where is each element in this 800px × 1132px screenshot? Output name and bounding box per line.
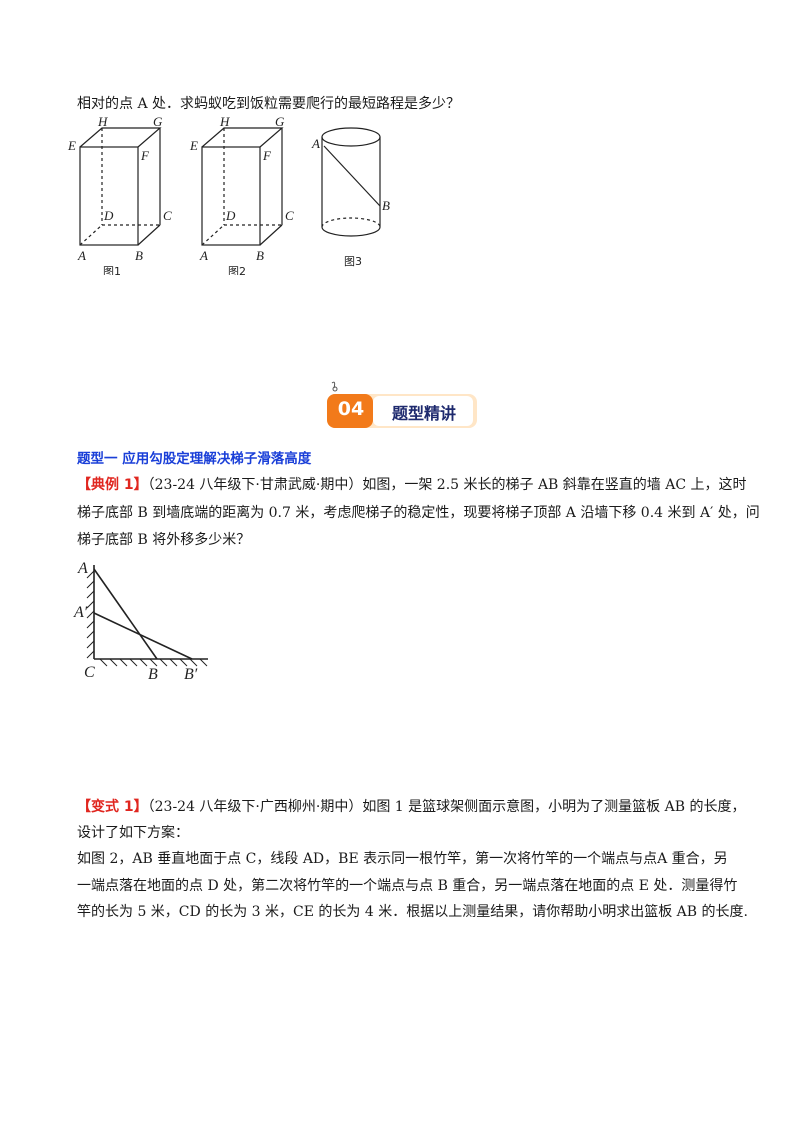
example1-line-3: 梯子底部 B 将外移多少米？ <box>77 532 251 548</box>
variant1-line-2: 设计了如下方案： <box>77 825 189 841</box>
example1-text-1: （23-24 八年级下·甘肃武威·期中）如图，一架 2.5 米长的梯子 AB 斜… <box>147 477 747 493</box>
fig1-label-B: B <box>135 248 143 263</box>
fig2-label-D: D <box>225 208 236 223</box>
example1-line-1: 【典例 1】（23-24 八年级下·甘肃武威·期中）如图，一架 2.5 米长的梯… <box>77 475 747 495</box>
cuboid-cylinder-figures: H G E F D C A B 图1 H G E F D C A B 图2 A … <box>67 114 390 275</box>
example1-tag: 【典例 1】 <box>77 477 148 493</box>
example1-line-2: 梯子底部 B 到墙底端的距离为 0.7 米，考虑爬梯子的稳定性，现要将梯子顶部 … <box>77 505 760 521</box>
banner-graphic <box>327 381 477 428</box>
fig2-label-C: C <box>285 208 294 223</box>
fig2-label-E: E <box>189 138 198 153</box>
figure-3-cylinder <box>321 127 381 237</box>
fig2-caption: 图2 <box>228 265 246 275</box>
ladder-label-B: B <box>148 666 158 683</box>
fig1-label-F: F <box>140 148 150 163</box>
fig3-caption: 图3 <box>344 255 362 268</box>
fig1-label-C: C <box>163 208 172 223</box>
variant1-line-5: 竿的长为 5 米，CD 的长为 3 米，CE 的长为 4 米．根据以上测量结果，… <box>77 904 748 920</box>
ladder-label-B-prime: B′ <box>184 666 198 683</box>
ladder-label-A: A <box>77 560 88 577</box>
fig1-label-D: D <box>103 208 114 223</box>
fig2-label-G: G <box>275 114 285 129</box>
banner-number: 04 <box>337 398 365 420</box>
variant1-tag: 【变式 1】 <box>77 799 148 815</box>
variant1-line-1: 【变式 1】（23-24 八年级下·广西柳州·期中）如图 1 是篮球架侧面示意图… <box>77 797 745 817</box>
fig1-label-H: H <box>97 114 108 129</box>
variant1-text-1: （23-24 八年级下·广西柳州·期中）如图 1 是篮球架侧面示意图，小明为了测… <box>147 799 746 815</box>
banner-title: 题型精讲 <box>391 404 456 423</box>
figure-2-cuboid <box>201 127 284 246</box>
type-one-heading: 题型一 应用勾股定理解决梯子滑落高度 <box>77 451 312 467</box>
fig3-label-B: B <box>382 198 390 213</box>
ladder-diagram: A A′ C B B′ <box>73 560 208 683</box>
wall-hatching <box>86 570 95 659</box>
fig2-label-F: F <box>262 148 272 163</box>
fig1-label-A: A <box>77 248 86 263</box>
intro-question: 相对的点 A 处．求蚂蚁吃到饭粒需要爬行的最短路程是多少？ <box>77 96 461 112</box>
fig2-label-H: H <box>219 114 230 129</box>
fig1-label-G: G <box>153 114 163 129</box>
fig2-label-B: B <box>256 248 264 263</box>
fig1-caption: 图1 <box>103 265 121 275</box>
figure-1-cuboid <box>79 127 162 246</box>
fig1-label-E: E <box>67 138 76 153</box>
fig2-label-A: A <box>199 248 208 263</box>
ground-hatching <box>99 658 208 667</box>
section-banner: 04 题型精讲 <box>322 380 480 432</box>
fig3-label-A: A <box>311 136 320 151</box>
variant1-line-3: 如图 2，AB 垂直地面于点 C，线段 AD，BE 表示同一根竹竿，第一次将竹竿… <box>77 851 728 867</box>
ladder-label-A-prime: A′ <box>73 604 88 621</box>
ladder-label-C: C <box>84 664 95 681</box>
variant1-line-4: 一端点落在地面的点 D 处，第二次将竹竿的一个端点与点 B 重合，另一端点落在地… <box>77 878 738 894</box>
